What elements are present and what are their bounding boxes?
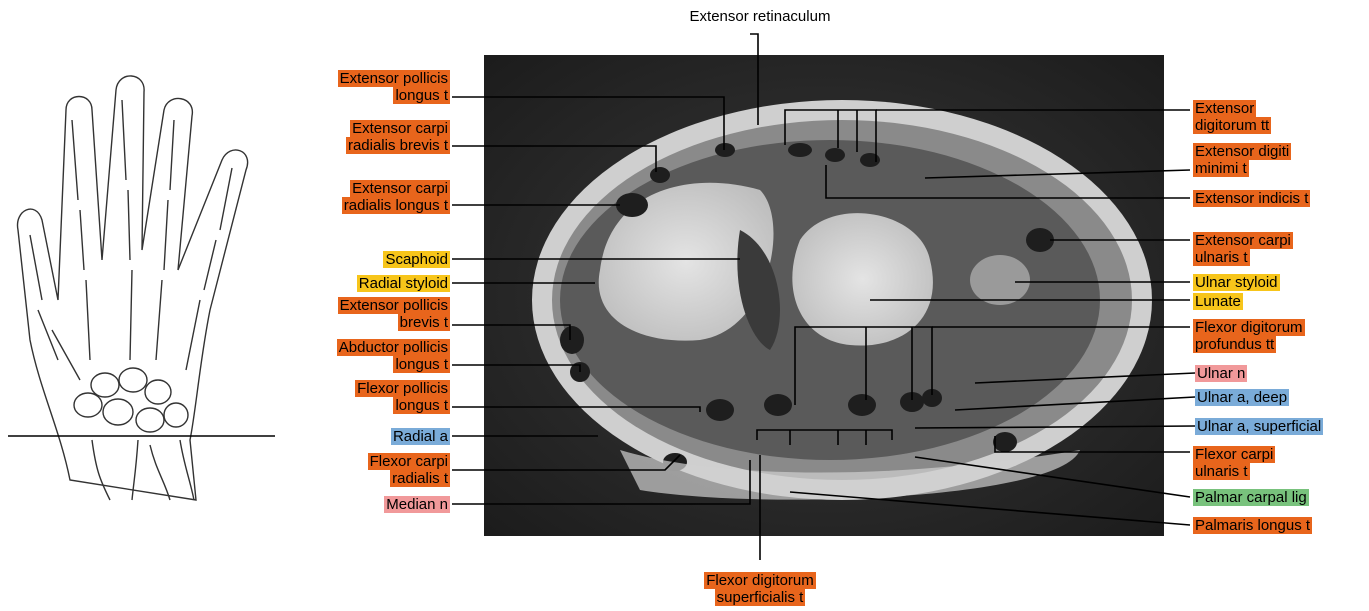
label-radial-styloid: Radial styloid [290,275,450,292]
label-extensor-digitorum: Extensor digitorum tt [1193,100,1363,134]
label-ulnar-nerve: Ulnar n [1195,365,1365,382]
label-ulnar-artery-deep: Ulnar a, deep [1195,389,1365,406]
mri-image [484,55,1164,536]
label-extensor-retinaculum: Extensor retinaculum [640,8,880,25]
label-scaphoid: Scaphoid [290,251,450,268]
label-palmaris-longus: Palmaris longus t [1193,517,1363,534]
label-extensor-digiti-minimi: Extensor digiti minimi t [1193,143,1363,177]
label-radial-artery: Radial a [290,428,450,445]
label-palmar-carpal-ligament: Palmar carpal lig [1193,489,1363,506]
label-extensor-carpi-radialis-brevis: Extensor carpi radialis brevis t [290,120,450,154]
label-extensor-pollicis-longus: Extensor pollicis longus t [290,70,450,104]
label-extensor-carpi-ulnaris: Extensor carpi ulnaris t [1193,232,1363,266]
label-flexor-digitorum-profundus: Flexor digitorum profundus tt [1193,319,1363,353]
label-flexor-pollicis-longus: Flexor pollicis longus t [290,380,450,414]
label-ulnar-artery-superficial: Ulnar a, superficial [1195,418,1365,435]
label-extensor-carpi-radialis-longus: Extensor carpi radialis longus t [290,180,450,214]
label-abductor-pollicis-longus: Abductor pollicis longus t [290,339,450,373]
label-flexor-digitorum-superficialis: Flexor digitorum superficialis t [660,572,860,606]
label-extensor-pollicis-brevis: Extensor pollicis brevis t [290,297,450,331]
label-ulnar-styloid: Ulnar styloid [1193,274,1363,291]
label-lunate: Lunate [1193,293,1363,310]
label-flexor-carpi-ulnaris: Flexor carpi ulnaris t [1193,446,1363,480]
label-extensor-indicis: Extensor indicis t [1193,190,1363,207]
label-median-nerve: Median n [290,496,450,513]
label-flexor-carpi-radialis: Flexor carpi radialis t [290,453,450,487]
